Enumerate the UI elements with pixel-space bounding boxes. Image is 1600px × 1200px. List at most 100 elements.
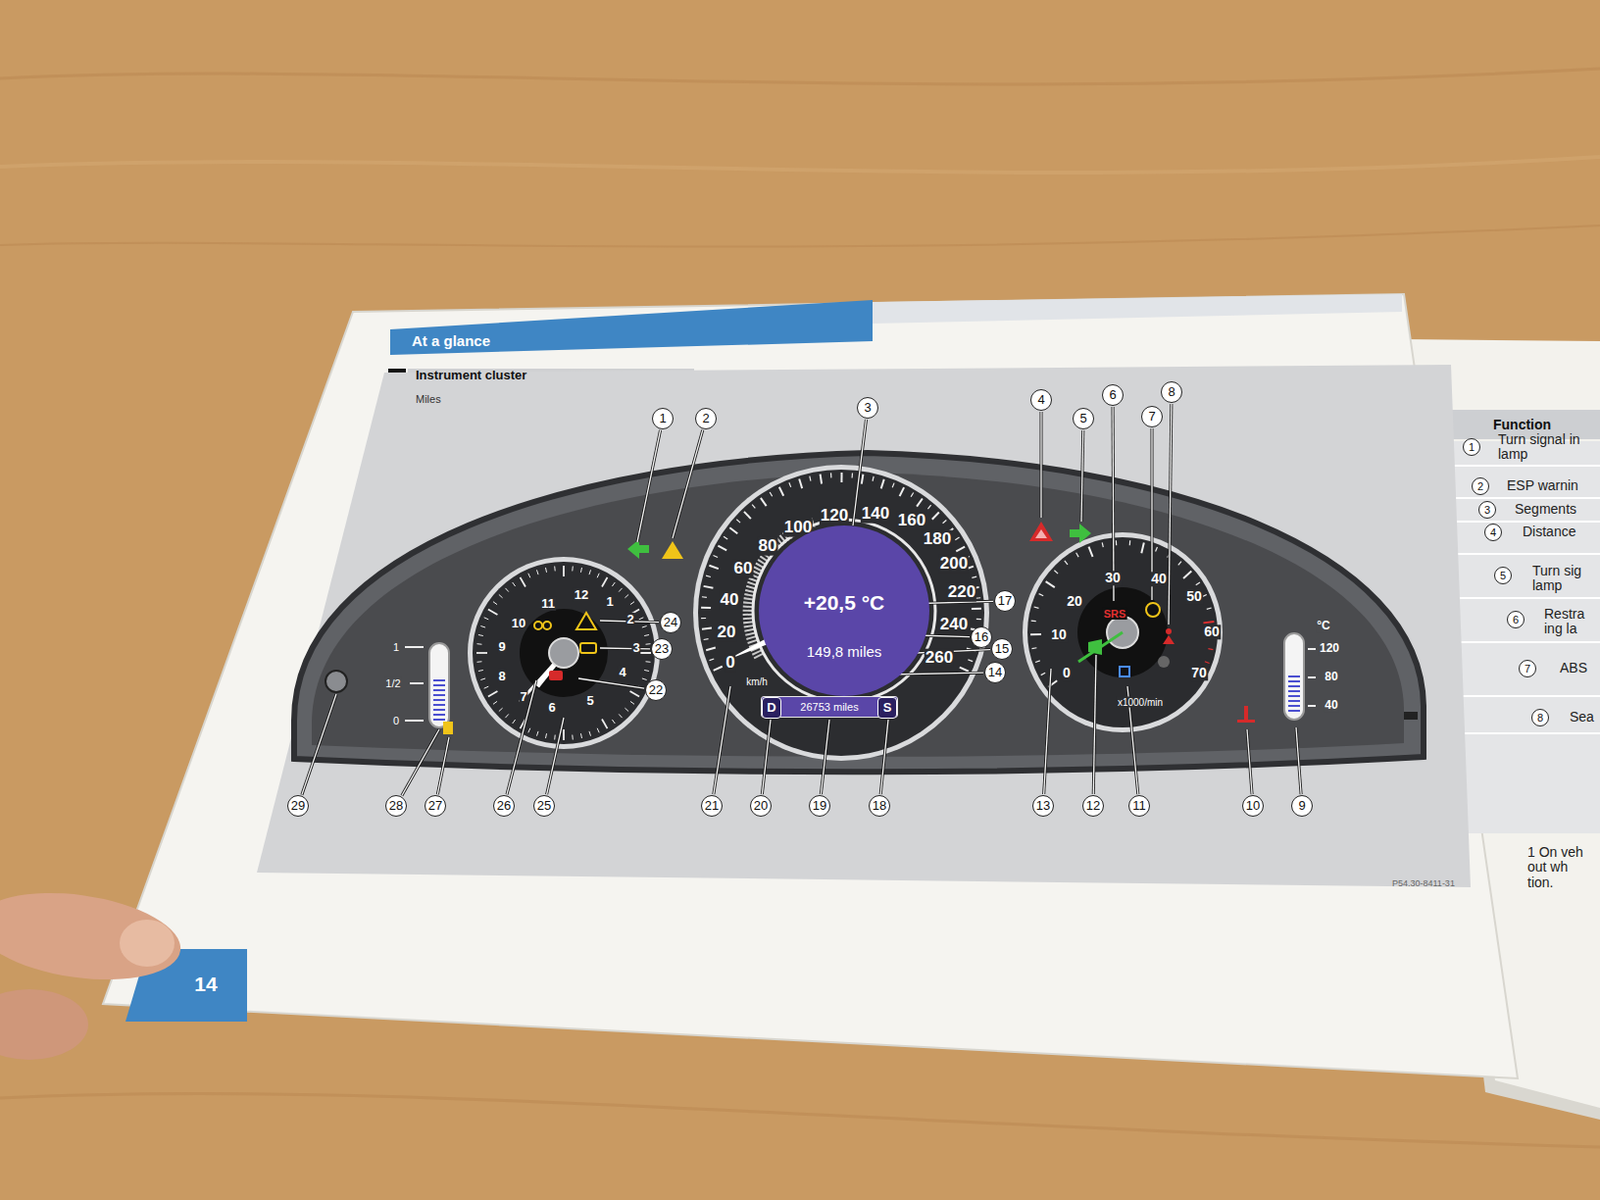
gauge-tick	[1155, 547, 1158, 552]
callout-number: 24	[659, 611, 682, 634]
table-callout: 6	[1506, 610, 1525, 629]
gauge-tick	[597, 573, 600, 579]
gauge-tick	[589, 569, 592, 575]
speed-scale-number: 180	[922, 530, 952, 550]
gear-indicator: D	[761, 697, 782, 719]
callout-number: 16	[970, 626, 993, 649]
speed-scale-number: 20	[716, 623, 738, 643]
gauge-tick	[499, 707, 503, 711]
gauge-tick	[571, 565, 574, 571]
table-callout: 4	[1484, 523, 1502, 542]
rpm-scale-number: 60	[1202, 624, 1221, 640]
gauge-tick	[744, 511, 751, 519]
multifunction-display: +20,5 °C149,8 miles	[757, 524, 931, 698]
gauge-tick	[520, 577, 527, 588]
callout-number: 29	[287, 795, 309, 817]
callout-number: 26	[493, 795, 515, 817]
page-number: 14	[194, 972, 217, 996]
gauge-tick	[1202, 621, 1214, 623]
gauge-tick	[1089, 547, 1094, 557]
ticks-and-leaders	[301, 403, 1301, 797]
clock-number: 11	[540, 597, 556, 611]
callout-number: 11	[1128, 795, 1150, 817]
callout-number: 23	[650, 638, 673, 660]
rpm-scale-number: 70	[1190, 665, 1208, 681]
gauge-tick	[900, 487, 904, 497]
gauge-tick	[580, 733, 582, 739]
gauge-tick	[916, 498, 923, 506]
temperature-scale: 40	[1323, 699, 1339, 712]
leader-line-shadow	[820, 719, 830, 795]
gauge-tick	[943, 520, 948, 524]
gauge-tick	[779, 487, 784, 497]
temperature-scale: 80	[1323, 670, 1339, 684]
table-cell: Distance	[1522, 524, 1600, 540]
clock-number: 6	[547, 700, 556, 715]
leader-line	[1168, 403, 1172, 625]
gauge-tick	[1178, 561, 1182, 566]
leader-line	[1040, 411, 1042, 518]
gauge-tick	[1034, 606, 1040, 608]
table-callout: 3	[1478, 500, 1497, 519]
callout-number: 14	[984, 661, 1006, 684]
speed-scale-number: 60	[733, 559, 754, 579]
callout-number: 5	[1072, 407, 1095, 430]
gauge-tick	[701, 596, 707, 599]
gauge-tick	[959, 667, 969, 672]
temperature-scale: 120	[1318, 642, 1341, 655]
leader-line	[672, 430, 703, 539]
gauge-tick	[703, 638, 709, 641]
leader-line	[1081, 430, 1084, 522]
gauge-tick	[642, 678, 648, 681]
rpm-scale-number: 30	[1103, 570, 1122, 586]
callout-number: 6	[1101, 384, 1124, 406]
fuel-scale: 1/2	[384, 677, 401, 690]
gauge-tick	[1053, 570, 1058, 574]
gauge-tick	[760, 498, 767, 506]
gauge-tick	[478, 669, 484, 671]
leader-line-shadow	[578, 678, 645, 689]
coolant-gauge	[1237, 633, 1316, 723]
clock-number: 8	[497, 669, 506, 684]
speed-scale-number: 160	[897, 511, 927, 531]
gauge-tick	[954, 537, 959, 541]
gauge-tick	[701, 627, 712, 629]
gauge-tick	[872, 476, 874, 482]
gauge-tick	[611, 719, 615, 724]
illustration-panel	[256, 364, 1471, 888]
clock-number: 5	[585, 694, 595, 708]
gauge-tick	[493, 601, 498, 605]
gauge-tick	[789, 482, 792, 488]
gauge-tick	[1204, 661, 1210, 664]
gauge-tick	[809, 476, 811, 482]
gauge-tick	[624, 594, 629, 598]
speed-scale-number: 240	[939, 615, 969, 635]
gauge-tick	[1129, 540, 1132, 546]
gauge-tick	[478, 634, 484, 636]
leader-line-shadow	[672, 430, 703, 539]
gauge-tick	[589, 731, 592, 737]
gauge-tick	[640, 651, 651, 654]
leader-line-shadow	[713, 686, 731, 795]
speed-scale-number: 220	[947, 583, 977, 602]
callout-number: 3	[856, 397, 879, 419]
leader-line-shadow	[301, 694, 337, 796]
callout-number: 9	[1291, 795, 1313, 817]
gauge-tick	[1046, 581, 1055, 588]
gauge-tick	[709, 658, 715, 661]
table-cell: ABS	[1559, 660, 1600, 676]
gauge-tick	[1207, 648, 1213, 650]
speed-scale-number: 200	[939, 554, 969, 574]
gauge-tick	[480, 678, 486, 681]
table-heading: Function	[1493, 417, 1551, 433]
table-callout: 7	[1518, 659, 1537, 678]
callout-number: 15	[991, 638, 1013, 660]
gauge-tick	[820, 474, 822, 485]
leader-line-shadow	[1296, 727, 1301, 795]
speed-scale-number: 120	[819, 506, 850, 526]
leader-line-shadow	[1247, 729, 1252, 795]
clock-number: 1	[604, 595, 614, 609]
gauge-tick	[1206, 607, 1212, 609]
